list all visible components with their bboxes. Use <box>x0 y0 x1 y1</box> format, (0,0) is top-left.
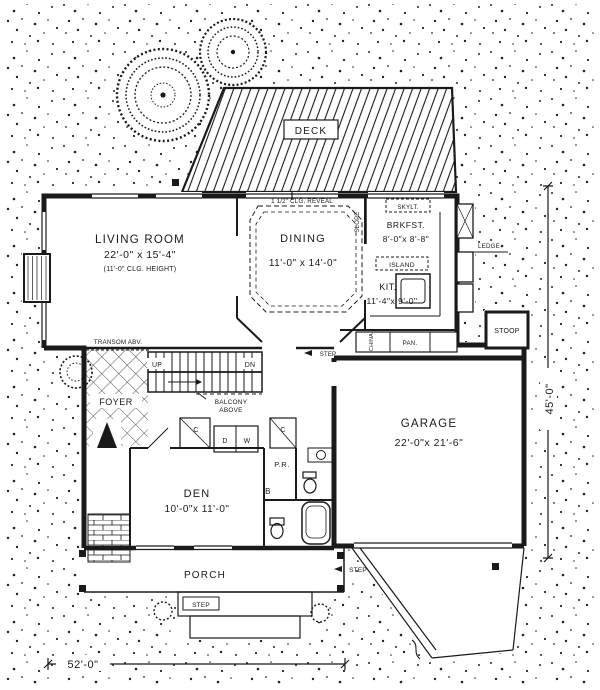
stoop-label: STOOP <box>494 328 520 335</box>
porch-step-label: STEP <box>192 602 210 609</box>
balcony-label-line1: BALCONY <box>215 399 248 406</box>
garage-step-note: STEP <box>304 350 336 358</box>
den-dims: 10'-0"x 11'-0" <box>165 504 230 515</box>
balcony-label-line2: ABOVE <box>219 407 243 414</box>
breakfast-dims: 8'-0"x 8'-8" <box>383 234 429 244</box>
breakfast-label: BRKFST. <box>387 220 425 230</box>
powder-room-label: P.R. <box>274 460 290 469</box>
dimension-lines: 45'-0" 52'-0" <box>43 181 557 671</box>
closet-label-2: C <box>280 427 285 434</box>
den-label: DEN <box>184 488 211 500</box>
interior-walls <box>84 196 457 548</box>
kitchen-details: ISLAND SKYLT. SLOPE LEDGE CHINA PAN. <box>355 196 508 353</box>
living-room-label: LIVING ROOM <box>95 234 185 246</box>
plan-footprint-mask <box>22 88 530 661</box>
kitchen-dims: 11'-4"x 9'-0" <box>366 296 417 306</box>
dining-label: DINING <box>280 233 326 245</box>
skylight-label: SKYLT. <box>397 204 418 211</box>
bottom-step-note: STEP <box>182 596 220 611</box>
closet-label-1: C <box>193 427 198 434</box>
ceiling-reveal-note: 1 1/2" CLG. REVEAL <box>271 198 333 205</box>
porch-posts <box>79 179 499 592</box>
entry-arrow <box>93 419 121 450</box>
brick-patio <box>87 513 131 563</box>
staircase: UP DN <box>147 351 263 393</box>
island-label: ISLAND <box>389 262 415 269</box>
living-room-ceiling-note: (11'-0" CLG. HEIGHT) <box>104 266 177 273</box>
living-room-dims: 22'-0" x 15'-4" <box>104 249 176 261</box>
transom-label: TRANSOM ABV. <box>94 339 142 346</box>
garage-label: GARAGE <box>401 418 457 430</box>
windows-and-doors <box>40 192 512 552</box>
deck-label: DECK <box>295 126 328 137</box>
slope-label: SLOPE <box>355 211 361 232</box>
foyer-label-front: FOYER <box>99 397 133 407</box>
transom-note: TRANSOM ABV. <box>86 339 150 351</box>
kitchen-label: KIT. <box>379 282 397 292</box>
dining-dims: 11'-0" x 14'-0" <box>269 258 337 269</box>
garage-dims: 22'-0"x 21'-6" <box>395 437 464 449</box>
side-step-label: STEP <box>349 567 367 574</box>
washer-label: W <box>244 438 251 445</box>
garage-step-label: STEP <box>320 352 336 358</box>
fireplace <box>23 253 51 303</box>
overall-width-dimension: 52'-0" <box>67 659 98 671</box>
dining-ceiling-reveal <box>249 205 363 313</box>
foyer-label-halo <box>90 394 142 408</box>
porch-label: PORCH <box>184 570 226 581</box>
trees <box>115 17 268 143</box>
stairs-up-label: UP <box>152 362 162 369</box>
closets-and-laundry <box>179 417 297 453</box>
ledge-label: LEDGE <box>478 243 500 250</box>
deck-area: DECK <box>180 86 458 194</box>
side-step-note: STEP <box>334 566 367 574</box>
stairs-down-label: DN <box>245 362 256 369</box>
room-labels: LIVING ROOM 22'-0" x 15'-4" (11'-0" CLG.… <box>95 198 520 581</box>
bath-label: B <box>265 487 271 496</box>
pantry-label: PAN. <box>403 340 418 347</box>
balcony-note: BALCONY ABOVE <box>196 392 262 414</box>
dryer-label: D <box>222 438 227 445</box>
overall-depth-dimension: 45'-0" <box>544 383 556 414</box>
bath-fixtures <box>269 447 335 545</box>
china-cabinet-label: CHINA <box>369 333 375 351</box>
